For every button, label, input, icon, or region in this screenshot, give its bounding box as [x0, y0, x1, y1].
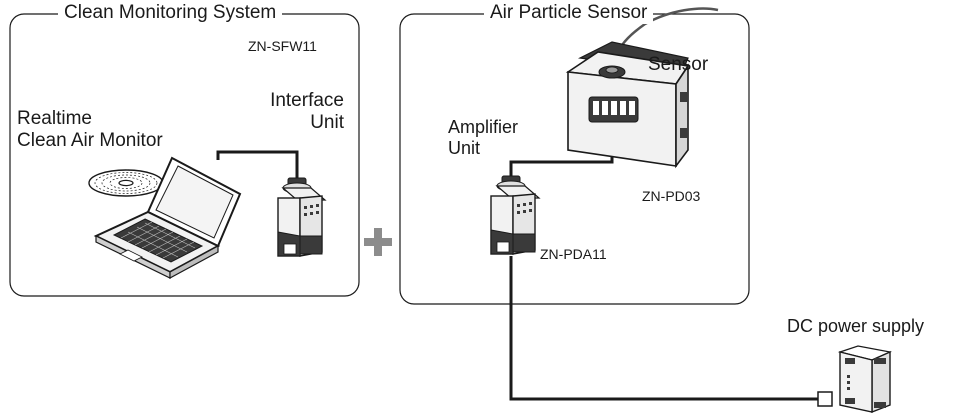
laptop-icon [93, 156, 242, 280]
clean-monitoring-system-title: Clean Monitoring System [58, 2, 283, 24]
dc-power-supply-device [837, 345, 893, 414]
amplifier-to-power-cable [509, 256, 818, 401]
cd-disc-icon [88, 169, 164, 197]
sensor-model-label: ZN-PD03 [642, 188, 701, 204]
sensor-label: Sensor [648, 54, 709, 75]
software-model-label: ZN-SFW11 [248, 38, 317, 54]
laptop-to-interface-cable [216, 150, 299, 178]
sensor-to-amplifier-cable [509, 152, 614, 178]
interface-unit-label: Interface Unit [270, 90, 344, 133]
amplifier-unit-device [490, 175, 541, 255]
realtime-clean-air-monitor-label: Realtime Clean Air Monitor [17, 108, 163, 151]
air-particle-sensor-device [565, 41, 690, 169]
dc-power-supply-label: DC power supply [787, 316, 925, 336]
air-particle-sensor-title: Air Particle Sensor [484, 2, 654, 24]
power-connector [817, 391, 833, 407]
plus-icon [364, 228, 392, 256]
amplifier-unit-label: Amplifier Unit [448, 117, 519, 158]
amplifier-model-label: ZN-PDA11 [540, 246, 607, 262]
interface-unit-device [277, 177, 327, 257]
